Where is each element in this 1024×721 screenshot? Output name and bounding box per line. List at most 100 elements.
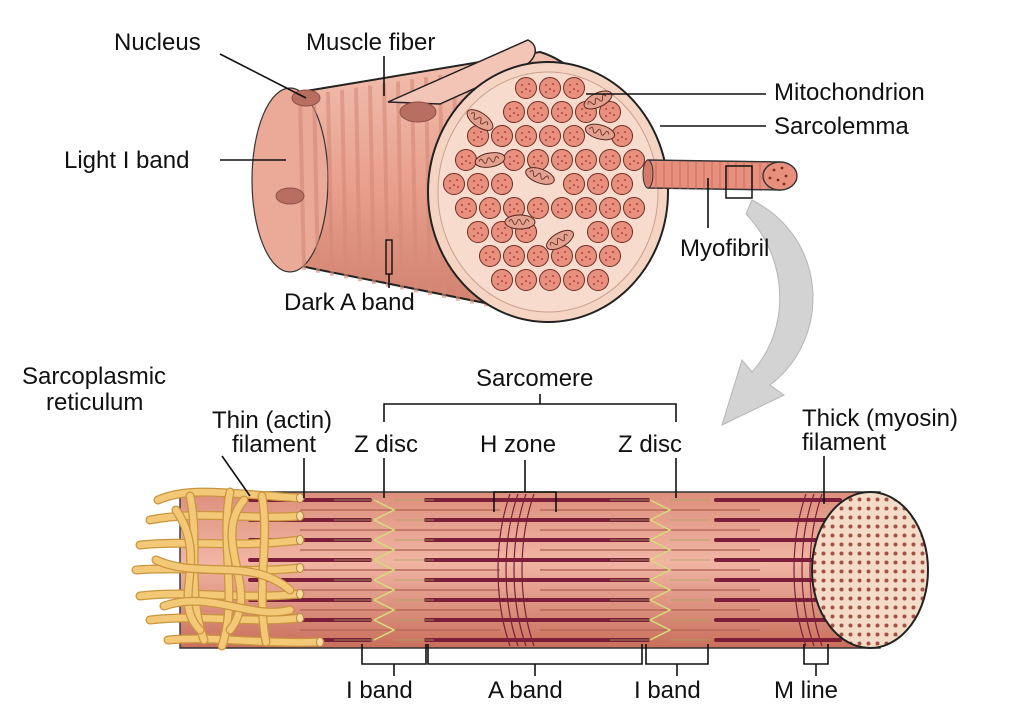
myofibril-circle [611,173,633,195]
label-mitochondrion: Mitochondrion [774,79,925,106]
striation [354,87,362,282]
myofibril-end-dot [768,176,772,180]
zoom-box [725,165,753,199]
striation [326,91,334,276]
mitochondria [466,90,616,251]
myofibril-circle [527,197,549,219]
reticulum-tube [160,598,294,616]
label-sarcolemma: Sarcolemma [774,113,909,140]
striation [396,81,404,290]
myofibril-circle [443,173,465,195]
labels: Nucleus Muscle fiber Mitochondrion Sarco… [22,29,958,704]
label-h-zone: H zone [480,431,556,458]
myofibril-end-dot [784,174,788,178]
z-disc-line [648,499,672,641]
label-dark-a-band: Dark A band [284,289,415,316]
striation [298,95,306,271]
label-sarcomere: Sarcomere [476,365,593,392]
myofibril-circle [539,125,561,147]
myofibril-circle [599,197,621,219]
myofibril-circle [587,221,609,243]
mitochondrion-shape [466,109,494,131]
striation [312,93,320,273]
myofibril-circle [551,101,573,123]
label-i-band-right: I band [634,677,701,704]
myofibril-circle [491,269,513,291]
z-disc-line [372,499,396,641]
nucleus-leader [219,53,307,99]
myofibril-circle [563,125,585,147]
leader-lines [219,53,829,676]
reticulum-tube [164,635,324,646]
myofibril-circle [491,173,513,195]
label-light-i-band: Light I band [64,147,189,174]
mitochondrion-shape [474,152,506,168]
m-line-arc [809,493,823,647]
myofibril-circle [611,221,633,243]
myofibril-circle [467,173,489,195]
myofibril-end-dot [782,182,786,186]
myofibril-circle [575,245,597,267]
myofibril-circle [527,101,549,123]
myofibril-cross-sections [443,77,645,291]
striation [368,85,376,285]
myofibril-circle [503,197,525,219]
m-line-arc [793,493,807,647]
m-line-arcs [497,493,823,647]
myofibril-circle [623,149,645,171]
nucleus-shape [275,187,305,205]
reticulum-tube-end [296,511,304,521]
label-thick-line1: Thick (myosin) [802,405,958,432]
m-line-arc [497,493,511,647]
zoom-arrow [721,199,814,426]
reticulum-tube-end [296,493,304,503]
filaments [248,498,842,642]
myofibril-circle [551,245,573,267]
myofibril-circle [599,245,621,267]
myofibril-circle [503,149,525,171]
myofibril-circle [503,101,525,123]
myofibril-circle [599,149,621,171]
label-m-line: M line [774,677,838,704]
myofibril-end-dot [772,168,776,172]
myofibril-circle [479,197,501,219]
myofibril-circle [587,173,609,195]
label-myofibril: Myofibril [680,235,769,262]
myofibril-circle [551,149,573,171]
myofibril-circle [527,149,549,171]
myofibril-circle [575,149,597,171]
mitochondrion-shape [584,123,616,141]
reticulum-tube [258,492,270,646]
label-nucleus: Nucleus [114,29,201,56]
myofibril-circle [455,149,477,171]
z-disc-lines [334,499,710,641]
reticulum-tube [172,506,204,634]
reticulum-tube-end [296,613,304,623]
mitochondrion-shape [525,167,555,185]
striation [340,89,348,279]
myofibril-circle [551,197,573,219]
label-i-band-left: I band [346,677,413,704]
label-thin-line1: Thin (actin) [212,407,332,434]
sarcoplasmic-reticulum-shape [131,487,325,651]
label-a-band: A band [488,677,563,704]
myofibril-illustration [131,487,929,651]
myofibril-circle [575,197,597,219]
extracted-myofibril [642,159,798,199]
reticulum-tube [154,488,304,504]
myofibril-circle [515,269,537,291]
mitochondrion-shape [546,229,574,251]
myofibril-circle [491,125,513,147]
sarcomere-bracket [383,403,677,422]
myofibril-circle [599,101,621,123]
myofibril-circle [479,245,501,267]
reticulum-tube-end [316,637,324,647]
m-line-arc [521,493,535,647]
striation [382,83,390,287]
myofibril-circle [515,77,537,99]
label-muscle-fiber: Muscle fiber [306,29,435,56]
myofibril-circle [515,125,537,147]
mitochondrion-shape [504,214,536,230]
